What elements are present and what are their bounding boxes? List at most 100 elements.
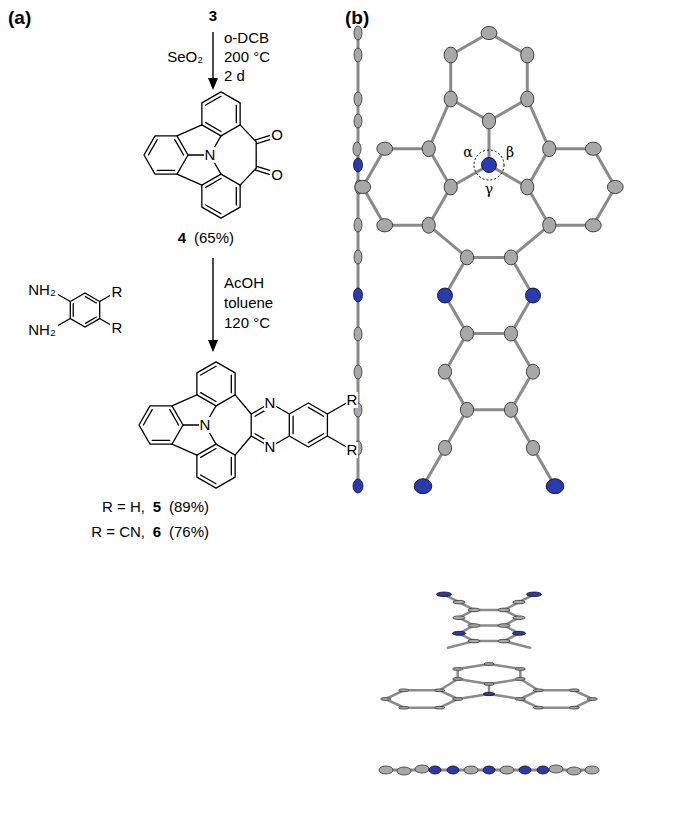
atom-label: NH₂ [27,322,57,339]
carbon-atom [377,142,393,155]
carbon-atom [569,706,579,709]
stacked-lower-molecule [381,663,598,710]
atom-label: N [264,395,277,412]
carbon-atom [482,113,495,129]
substituent-bonds [58,295,110,326]
substituent-note: R = H, [102,499,145,516]
compound-5-structure [139,362,346,488]
atom-label: R [111,320,124,337]
nitrogen-atom [482,158,497,173]
crystal-top-view [355,26,623,493]
carbon-atom [515,678,525,681]
carbon-atom [354,218,362,232]
carbon-atom [504,250,517,265]
carbon-atom [435,706,445,709]
carbon-atom [422,141,435,157]
carbon-atom [438,364,451,379]
nitrogen-atom [526,288,541,303]
carbon-atom [543,141,556,157]
atom-label: R [346,442,359,459]
carbon-atom [460,326,473,341]
panel-label: (a) [8,8,31,29]
carbon-atom [504,402,517,417]
nitrogen-atom [452,631,465,635]
carbon-atom [504,326,517,341]
yield: (89%) [169,499,209,516]
carbon-atom [585,142,601,155]
nitrogen-atom [512,631,525,635]
benzene-ring [70,293,99,327]
angle-circle [474,150,504,180]
carbon-atom [399,706,409,709]
substituent-note: R = CN, [91,524,145,541]
carbon-atom [468,639,480,643]
nitrogen-atom [437,592,452,597]
nitrile-bonds [423,410,555,486]
carbon-atom [526,440,539,455]
carbon-atom [481,26,497,39]
double-bonds [255,407,324,442]
nitrogen-atom [354,158,363,172]
nitrogen-atom [447,766,459,774]
yield: (65%) [194,230,234,247]
carbon-atom [521,179,534,195]
carbon-atom [354,250,362,264]
carbon-atom [460,402,473,417]
carbon-atom [549,765,563,773]
solvent: toluene [224,295,273,312]
carbon-atom [533,706,543,709]
nitrogen-atom [429,766,441,774]
angle-label: γ [484,182,494,197]
quinoxaline-skeleton [235,395,327,455]
nitrile-bonds [444,594,534,610]
atom-label: N [199,417,212,434]
carbon-atom [397,767,411,775]
atom-label: O [270,127,284,144]
carbon-atom [435,689,445,692]
nitrogen-atom [354,288,363,302]
carbon-atom [355,180,371,193]
core-skeleton [144,92,240,218]
compound-4-structure [144,92,278,218]
angle-label: β [505,145,515,160]
atom-label: R [111,284,124,301]
double-bonds [73,296,97,323]
carbon-atom [513,616,525,620]
carbon-atom [569,689,579,692]
carbon-atom [444,91,457,107]
quinoxaline-skeleton [429,225,550,410]
carbon-atom [526,364,539,379]
solvent: o-DCB [224,30,269,47]
temperature: 200 °C [224,49,270,66]
compound-number: 6 [153,524,161,541]
quinoxaline-skeleton [448,610,530,648]
reagent: AcOH [224,275,264,292]
atom-label: N [204,147,217,164]
carbon-atom [468,624,480,628]
nitrogen-atom [546,479,564,494]
nitrogen-atom [527,592,542,597]
core-skeleton [386,664,593,708]
carbon-atom [585,219,601,232]
yield: (76%) [169,524,209,541]
carbon-atom [484,663,494,666]
nitrogen-atom [519,766,531,774]
carbon-atom [500,766,514,774]
compound-number: 3 [209,8,217,25]
reaction-arrow [212,32,213,80]
carbon-atom [468,608,480,612]
carbon-atom [354,365,362,379]
carbon-atom [438,440,451,455]
compound-number: 5 [153,499,161,516]
carbon-atom [533,689,543,692]
carbon-atom [521,47,534,63]
nitrogen-atom [414,479,432,494]
atom-label: R [346,392,359,409]
carbon-atom [444,47,457,63]
carbon-atom [353,142,361,156]
carbon-atom [521,91,534,107]
carbon-atom [381,698,391,701]
carbon-atom [498,624,510,628]
